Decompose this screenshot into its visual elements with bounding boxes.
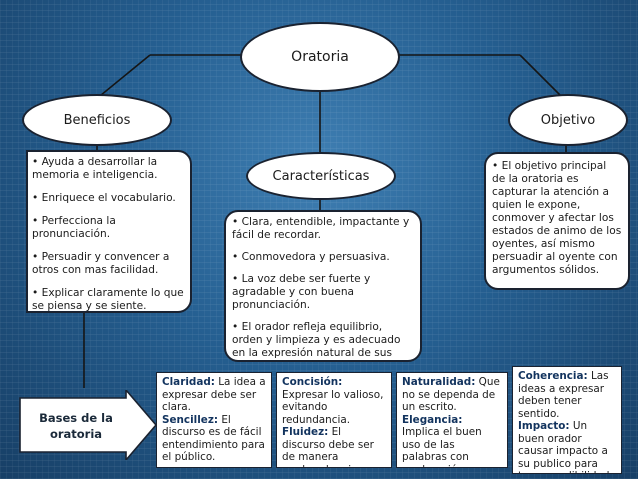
term-claridad: Claridad: <box>162 376 215 388</box>
beneficio-item: • Ayuda a desarrollar la memoria e intel… <box>32 156 158 181</box>
beneficios-title: Beneficios <box>63 112 131 128</box>
term-fluidez: Fluidez: <box>282 426 329 438</box>
bases-arrow-shape <box>19 390 158 460</box>
term-naturalidad: Naturalidad: <box>402 376 476 388</box>
term-coherencia: Coherencia: <box>518 370 588 382</box>
caracteristica-item: • La voz debe ser fuerte y agradable y c… <box>232 273 371 311</box>
caracteristica-item: • Conmovedora y persuasiva. <box>232 251 390 263</box>
bases-box-naturalidad: Naturalidad: Que no se dependa de un esc… <box>396 372 508 468</box>
beneficio-item: • Explicar claramente lo que se piensa y… <box>32 287 184 312</box>
objetivo-node: Objetivo <box>508 94 628 146</box>
objetivo-text: • El objetivo principal de la oratoria e… <box>492 160 622 276</box>
caracteristicas-list: • Clara, entendible, impactante y fácil … <box>224 210 422 362</box>
term-elegancia: Elegancia: <box>402 413 463 426</box>
term-concision: Concisión: <box>282 376 343 388</box>
caracteristicas-node: Características <box>246 152 396 200</box>
term-sencillez: Sencillez: <box>162 413 219 426</box>
beneficio-item: • Enriquece el vocabulario. <box>32 192 176 204</box>
center-title: Oratoria <box>291 49 349 65</box>
beneficios-list: • Ayuda a desarrollar la memoria e intel… <box>26 150 192 313</box>
caracteristicas-title: Características <box>272 168 370 184</box>
bases-box-coherencia: Coherencia: Las ideas a expresar deben t… <box>512 366 622 474</box>
caracteristica-item: • Clara, entendible, impactante y fácil … <box>232 216 410 241</box>
objetivo-title: Objetivo <box>540 112 596 128</box>
caracteristica-item: • El orador refleja equilibrio, orden y … <box>232 321 401 359</box>
objetivo-text-box: • El objetivo principal de la oratoria e… <box>484 152 630 290</box>
term-impacto: Impacto: <box>518 420 570 432</box>
center-node: Oratoria <box>240 22 400 92</box>
beneficio-item: • Perfecciona la pronunciación. <box>32 215 116 240</box>
bases-box-claridad: Claridad: La idea a expresar debe ser cl… <box>156 372 272 468</box>
bases-label: Bases de la oratoria <box>39 411 113 441</box>
beneficio-item: • Persuadir y convencer a otros con mas … <box>32 251 170 276</box>
bases-box-concision: Concisión: Expresar lo valioso, evitando… <box>276 372 392 468</box>
beneficios-node: Beneficios <box>22 94 172 146</box>
